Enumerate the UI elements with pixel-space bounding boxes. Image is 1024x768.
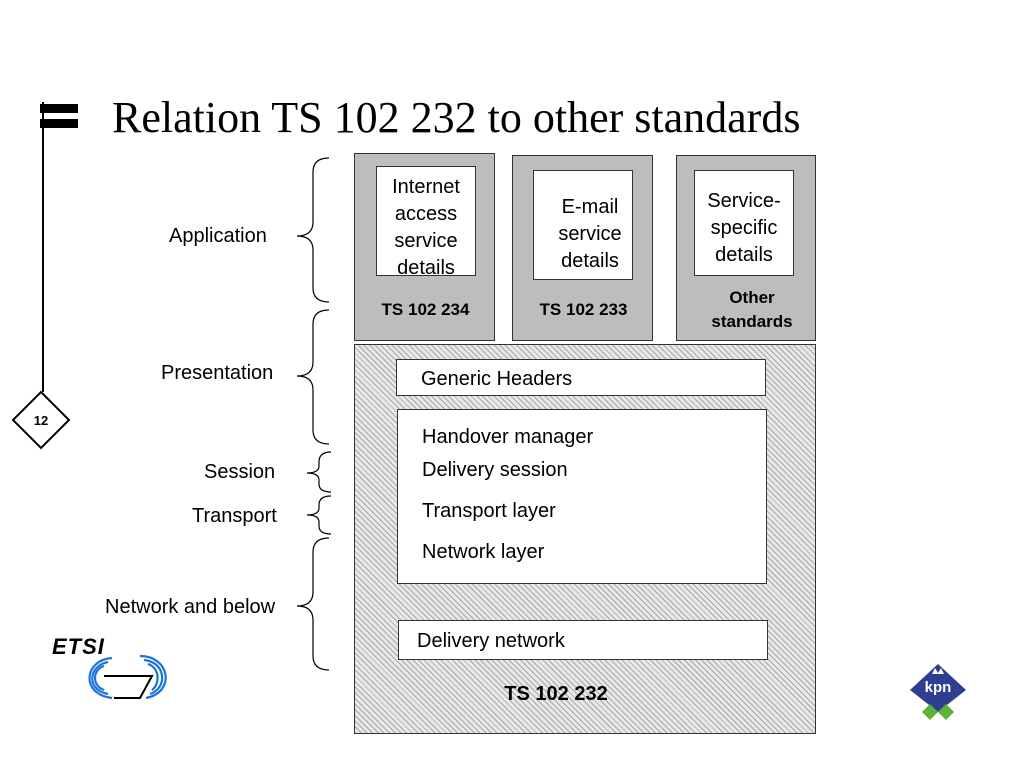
layer-label-transport: Transport (192, 505, 277, 527)
layer-label-session: Session (204, 461, 276, 483)
handover-manager-label: Handover manager (422, 426, 594, 448)
brace-network (296, 537, 330, 671)
box-ts-102-232: Generic Headers Handover manager Deliver… (354, 344, 816, 734)
box-ts-102-233: E-mail service details TS 102 233 (512, 155, 653, 341)
transport-layer-label: Transport layer (422, 500, 556, 522)
service-specific-details: Service-specific details (694, 170, 794, 276)
network-layer-label: Network layer (422, 541, 545, 563)
kpn-crown-icon (932, 668, 944, 674)
etsi-handset-icon (104, 675, 154, 699)
generic-headers-box: Generic Headers (396, 359, 766, 396)
internet-access-details: Internet access service details (376, 166, 476, 276)
email-service-details: E-mail service details (533, 170, 633, 280)
brace-transport (306, 495, 332, 535)
title-marker-bottom (40, 119, 78, 128)
layer-label-application: Application (169, 225, 267, 247)
brace-presentation (296, 309, 330, 445)
etsi-waves-icon (88, 654, 167, 700)
slide-title: Relation TS 102 232 to other standards (112, 93, 801, 142)
ts-102-233-label: TS 102 233 (539, 300, 628, 319)
delivery-session-label: Delivery session (422, 459, 568, 481)
page-diamond (11, 390, 71, 450)
other-standards-label: Other standards (711, 288, 793, 331)
delivery-network-box: Delivery network (398, 620, 768, 660)
etsi-logo-text: ETSI (52, 634, 105, 659)
title-marker-top (40, 104, 78, 113)
core-layers-box: Handover manager Delivery session Transp… (397, 409, 767, 584)
generic-headers-label: Generic Headers (421, 368, 573, 390)
kpn-logo-text: kpn (924, 679, 952, 696)
box-other-standards: Service-specific details Other standards (676, 155, 816, 341)
ts-102-232-label: TS 102 232 (504, 683, 608, 705)
layer-label-network: Network and below (105, 596, 276, 618)
layer-label-presentation: Presentation (161, 362, 274, 384)
page-number: 12 (33, 413, 49, 428)
kpn-leaf-left-icon (922, 704, 938, 720)
brace-session (306, 451, 332, 493)
kpn-diamond-icon (910, 664, 966, 712)
box-ts-102-234: Internet access service details TS 102 2… (354, 153, 495, 341)
ts-102-234-label: TS 102 234 (381, 300, 470, 319)
brace-application (296, 157, 330, 303)
delivery-network-label: Delivery network (417, 630, 565, 652)
kpn-leaf-right-icon (938, 704, 954, 720)
